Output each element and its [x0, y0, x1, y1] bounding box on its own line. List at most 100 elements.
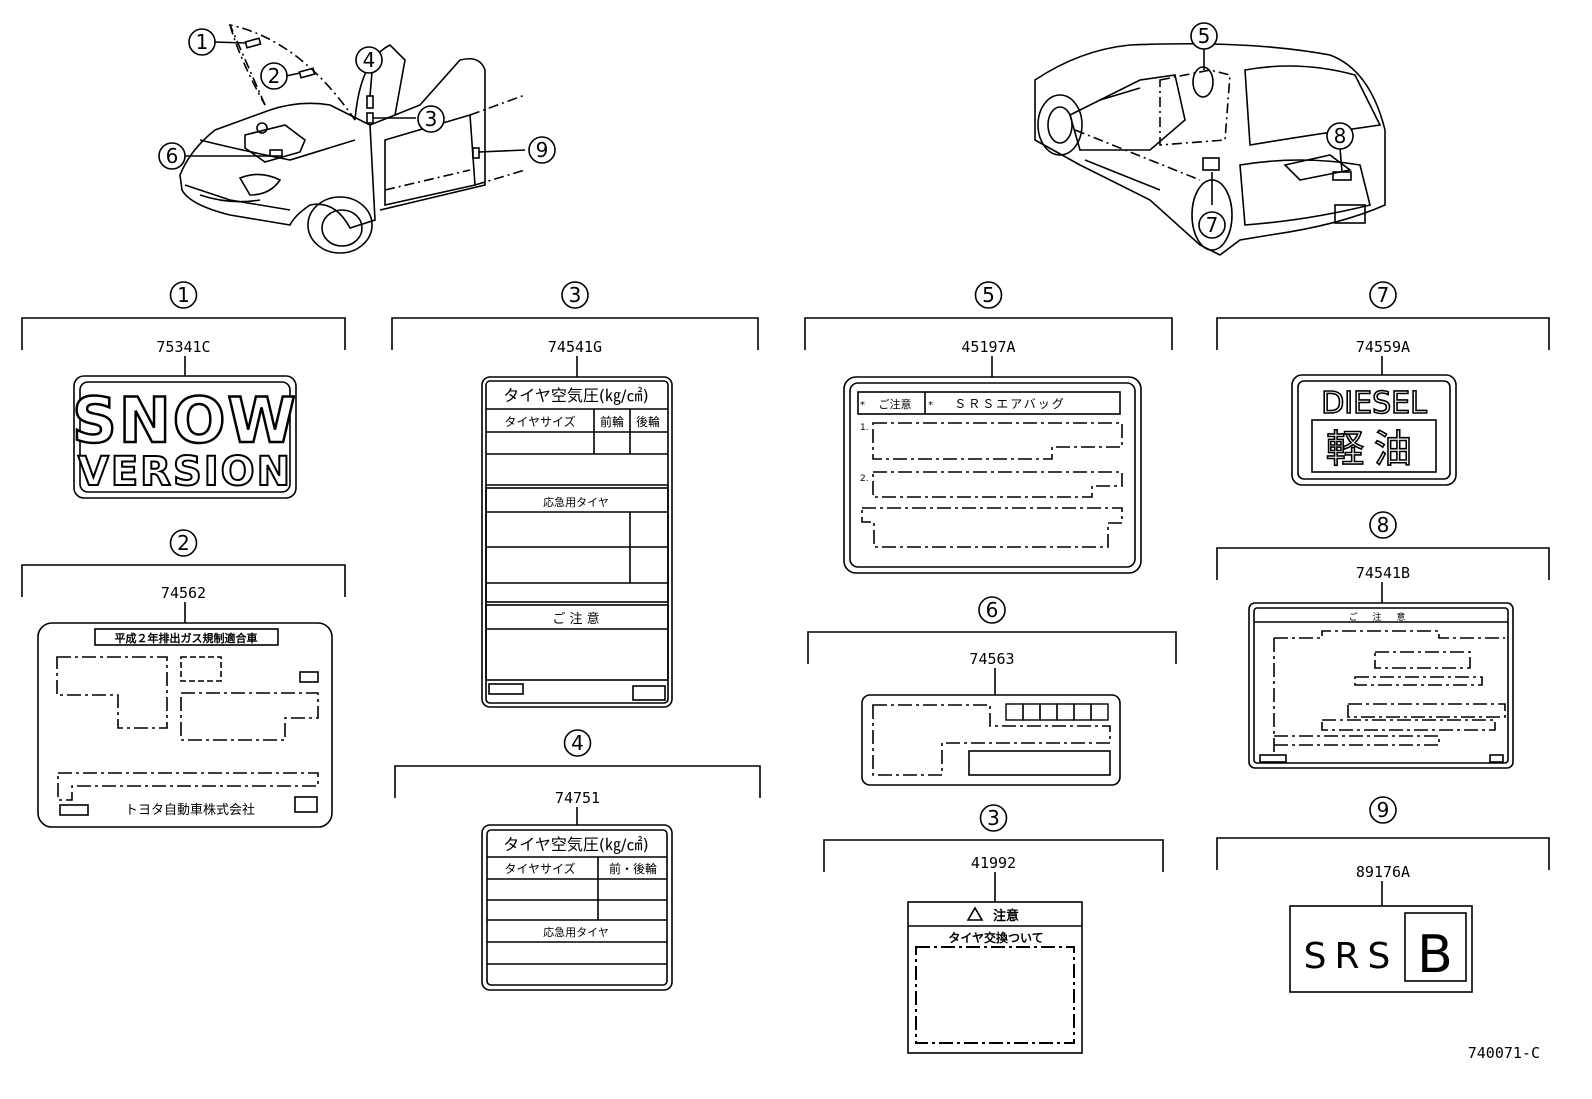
tire-change-title: 注意 [993, 908, 1019, 924]
part-number: 89176A [1356, 863, 1410, 881]
illus-callout-7-number: 7 [1206, 213, 1219, 237]
illus-callout-2: 2 [260, 62, 288, 90]
illus-callout-7: 7 [1198, 211, 1226, 239]
label-tire-pressure-b: タイヤ空気圧(㎏/㎠) タイヤサイズ 前・後輪 応急用タイヤ [481, 824, 673, 991]
section-callout: 3 [561, 281, 589, 309]
diesel-jp: 軽油 [1326, 427, 1422, 471]
front-car-illustration [179, 23, 526, 254]
illus-callout-2-number: 2 [268, 64, 281, 88]
section-6: 6 74563 [807, 596, 1177, 695]
tire-b-title: タイヤ空気圧(㎏/㎠) [503, 835, 648, 854]
section-callout-number: 7 [1377, 283, 1390, 307]
section-callout: 5 [974, 281, 1003, 309]
section-bracket [391, 317, 759, 350]
section-8: 7 74559A [1216, 281, 1550, 375]
section-callout: 8 [1369, 511, 1397, 539]
illus-callout-4-number: 4 [363, 48, 376, 72]
tire-change-subtitle: タイヤ交換ついて [948, 930, 1043, 945]
part-number: 74562 [161, 584, 206, 602]
illus-callout-3-number: 3 [425, 107, 438, 131]
section-callout: 9 [1369, 796, 1397, 824]
srs-b-text: SRS [1304, 936, 1399, 977]
label-74563-box [1090, 703, 1109, 721]
section-callout-number: 3 [987, 806, 1000, 830]
illus-callout-3: 3 [417, 105, 445, 133]
section-bracket [394, 765, 761, 798]
illus-callout-8: 8 [1326, 122, 1354, 150]
section-bracket [21, 564, 346, 597]
section-bracket [823, 839, 1164, 872]
label-diesel: DIESEL 軽油 [1291, 374, 1457, 486]
section-bracket [21, 317, 346, 350]
tire-b-col2: 前・後輪 [609, 861, 657, 876]
section-callout-number: 2 [177, 531, 190, 555]
srs-caution: ご注意 [879, 397, 912, 411]
label-emission: 平成２年排出ガス規制適合車 トヨタ自動車株式会社 [37, 622, 333, 828]
label-74563-boxes [1005, 703, 1109, 721]
tire-a-caution: ご 注 意 [552, 611, 599, 627]
diesel-text: DIESEL [1321, 386, 1427, 421]
illus-callout-6-number: 6 [166, 144, 179, 168]
section-callout-number: 5 [982, 283, 995, 307]
illus-callout-9: 9 [528, 136, 556, 164]
tire-b-spare: 応急用タイヤ [543, 925, 609, 939]
tire-a-spare: 応急用タイヤ [543, 495, 609, 509]
part-number: 74559A [1356, 338, 1410, 356]
label-74563-box [1039, 703, 1058, 721]
section-bracket [807, 631, 1177, 664]
section-10: 9 89176A [1216, 796, 1550, 906]
section-callout: 3 [979, 804, 1008, 832]
tire-a-col1: タイヤサイズ [504, 414, 575, 429]
section-3: 3 74541G [391, 281, 759, 377]
illus-callout-6: 6 [158, 142, 186, 170]
part-number: 45197A [961, 338, 1015, 356]
illus-callout-8-number: 8 [1334, 124, 1347, 148]
srs-title: ＳＲＳエアバッグ [954, 397, 1066, 411]
section-callout-number: 8 [1377, 513, 1390, 537]
tire-b-col1: タイヤサイズ [504, 861, 575, 876]
label-tire-pressure-a: タイヤ空気圧(㎏/㎠) タイヤサイズ 前輪 後輪 応急用タイヤ ご 注 意 [481, 376, 673, 708]
section-bracket [1216, 837, 1550, 870]
srs-b-letter: B [1417, 925, 1453, 985]
illus-callout-1: 1 [188, 28, 216, 56]
section-9: 8 74541B [1216, 511, 1550, 603]
snow-text: SNOW [72, 384, 298, 457]
section-callout: 2 [169, 529, 198, 557]
label-caution-b: ご 注 意 [1248, 602, 1514, 769]
part-number: 74541G [548, 338, 602, 356]
section-callout-number: 4 [571, 731, 584, 755]
label-74563-box [1022, 703, 1041, 721]
srs-star-1: * [860, 400, 865, 411]
emission-footer: トヨタ自動車株式会社 [125, 802, 255, 818]
part-number: 74541B [1356, 564, 1410, 582]
srs-item2: 2. [860, 474, 869, 484]
tire-a-col2: 前輪 [600, 414, 624, 429]
section-callout-number: 3 [569, 283, 582, 307]
section-bracket [804, 317, 1173, 350]
section-callout: 6 [978, 596, 1006, 624]
rear-car-illustration [1034, 42, 1386, 256]
illus-callout-9-number: 9 [536, 138, 549, 162]
part-number: 74751 [555, 789, 600, 807]
tire-a-title: タイヤ空気圧(㎏/㎠) [503, 386, 648, 405]
section-5: 5 45197A [804, 281, 1173, 377]
section-2: 2 74562 [21, 529, 346, 623]
section-callout-number: 6 [986, 598, 999, 622]
illus-callout-4: 4 [355, 46, 383, 74]
label-srs-b: SRS B [1289, 905, 1473, 993]
section-callout: 7 [1369, 281, 1397, 309]
label-74563-box [1005, 703, 1024, 721]
part-number: 74563 [969, 650, 1014, 668]
label-srs-airbag: * ご注意 * ＳＲＳエアバッグ 1. 2. [843, 376, 1142, 574]
illus-callout-5-number: 5 [1198, 24, 1211, 48]
illus-callout-1-number: 1 [196, 30, 209, 54]
label-tire-change: 注意 タイヤ交換ついて [907, 901, 1083, 1054]
section-4: 4 74751 [394, 729, 761, 825]
srs-star-2: * [928, 400, 933, 411]
section-callout-number: 9 [1377, 798, 1390, 822]
label-74563 [861, 694, 1121, 786]
label-74563-box [1056, 703, 1075, 721]
